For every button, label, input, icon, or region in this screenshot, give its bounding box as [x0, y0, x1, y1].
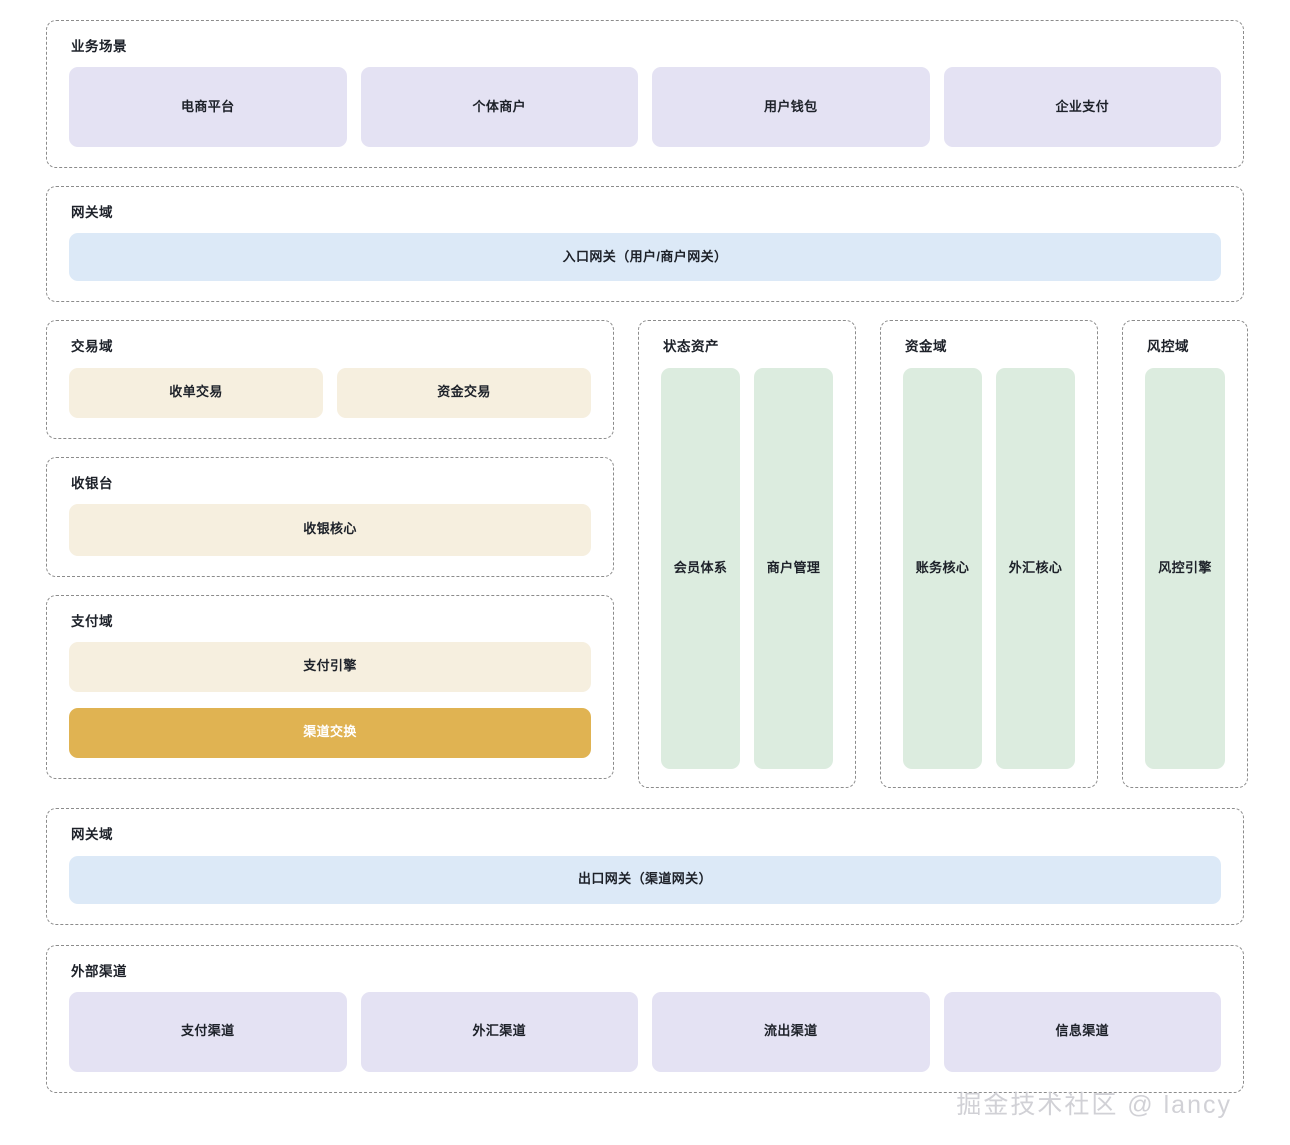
block-information-channel[interactable]: 信息渠道 [943, 991, 1221, 1072]
block-outbound-gateway[interactable]: 出口网关（渠道网关） [69, 855, 1221, 904]
zone-risk-control-domain: 风控域 风控引擎 [1122, 320, 1248, 789]
cashier-block-row: 收银核心 [69, 503, 591, 556]
block-channel-exchange[interactable]: 渠道交换 [69, 707, 591, 758]
block-payment-engine[interactable]: 支付引擎 [69, 641, 591, 692]
external-channel-row: 支付渠道 外汇渠道 流出渠道 信息渠道 [69, 991, 1221, 1072]
block-forex-core[interactable]: 外汇核心 [996, 367, 1075, 770]
zone-external-channels: 外部渠道 支付渠道 外汇渠道 流出渠道 信息渠道 [46, 944, 1244, 1093]
block-enterprise-payment[interactable]: 企业支付 [943, 67, 1221, 148]
zone-state-assets: 状态资产 会员体系 商户管理 [638, 320, 856, 789]
block-individual-merchant[interactable]: 个体商户 [360, 67, 638, 148]
zone-title-state-assets: 状态资产 [663, 339, 719, 355]
business-block-row: 电商平台 个体商户 用户钱包 企业支付 [69, 67, 1221, 148]
zone-business-scenarios: 业务场景 电商平台 个体商户 用户钱包 企业支付 [46, 20, 1244, 169]
block-ecommerce-platform[interactable]: 电商平台 [69, 67, 347, 148]
zone-payment-domain: 支付域 支付引擎 渠道交换 [46, 594, 614, 779]
state-assets-block-row: 会员体系 商户管理 [661, 367, 833, 770]
block-user-wallet[interactable]: 用户钱包 [652, 67, 930, 148]
block-inbound-gateway[interactable]: 入口网关（用户/商户网关） [69, 233, 1221, 282]
middle-left-column: 交易域 收单交易 资金交易 收银台 收银核心 支付域 支付引擎 渠道交换 [46, 320, 614, 779]
zone-gateway-inbound: 网关域 入口网关（用户/商户网关） [46, 186, 1244, 303]
gateway-inbound-row: 入口网关（用户/商户网关） [69, 233, 1221, 282]
block-fund-transaction[interactable]: 资金交易 [337, 367, 591, 418]
zone-title-transaction: 交易域 [71, 339, 113, 355]
block-payment-channel[interactable]: 支付渠道 [69, 991, 347, 1072]
zone-transaction-domain: 交易域 收单交易 资金交易 [46, 320, 614, 439]
block-accounting-core[interactable]: 账务核心 [903, 367, 982, 770]
zone-title-external-channels: 外部渠道 [71, 963, 127, 979]
block-forex-channel[interactable]: 外汇渠道 [360, 991, 638, 1072]
payment-block-stack: 支付引擎 渠道交换 [69, 641, 591, 758]
zone-title-payment: 支付域 [71, 613, 113, 629]
middle-region: 交易域 收单交易 资金交易 收银台 收银核心 支付域 支付引擎 渠道交换 [46, 320, 1248, 789]
block-merchant-management[interactable]: 商户管理 [754, 367, 833, 770]
transaction-block-row: 收单交易 资金交易 [69, 367, 591, 418]
gateway-outbound-row: 出口网关（渠道网关） [69, 855, 1221, 904]
block-cashier-core[interactable]: 收银核心 [69, 503, 591, 556]
zone-title-gateway-inbound: 网关域 [71, 205, 113, 221]
zone-gateway-outbound: 网关域 出口网关（渠道网关） [46, 808, 1244, 925]
zone-cashier-desk: 收银台 收银核心 [46, 456, 614, 577]
zone-title-gateway-outbound: 网关域 [71, 827, 113, 843]
zone-title-business: 业务场景 [71, 39, 127, 54]
zone-title-risk-control: 风控域 [1147, 339, 1189, 355]
block-outflow-channel[interactable]: 流出渠道 [652, 991, 930, 1072]
block-risk-engine[interactable]: 风控引擎 [1145, 367, 1225, 770]
zone-title-cashier: 收银台 [71, 475, 113, 491]
block-membership-system[interactable]: 会员体系 [661, 367, 740, 770]
fund-block-row: 账务核心 外汇核心 [903, 367, 1075, 770]
zone-fund-domain: 资金域 账务核心 外汇核心 [880, 320, 1098, 789]
zone-title-fund: 资金域 [905, 339, 947, 355]
risk-block-row: 风控引擎 [1145, 367, 1225, 770]
block-acquiring-transaction[interactable]: 收单交易 [69, 367, 323, 418]
middle-right-columns: 状态资产 会员体系 商户管理 资金域 账务核心 外汇核心 风控域 风控引擎 [638, 320, 1248, 789]
